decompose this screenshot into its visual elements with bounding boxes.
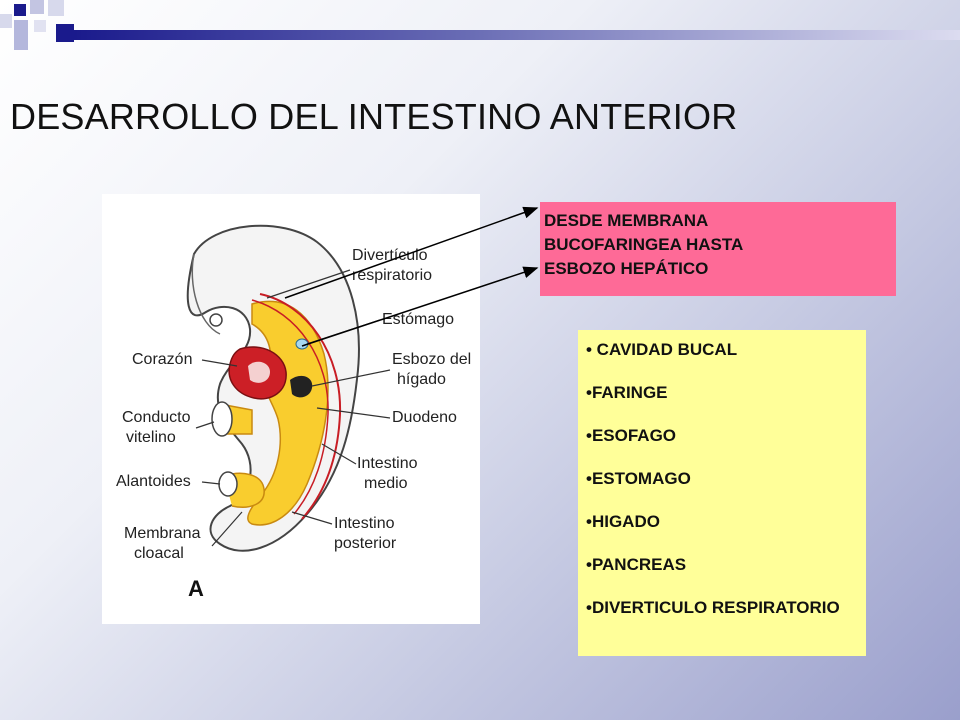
label-higado: hígado: [397, 371, 446, 388]
leader-line: [201, 481, 221, 485]
vitelline-stalk: [211, 401, 233, 437]
definition-line: BUCOFARINGEA HASTA: [544, 235, 744, 254]
deco-square: [0, 14, 12, 28]
list-item: •ESTOMAGO: [586, 469, 691, 488]
label-respiratorio: respiratorio: [352, 267, 432, 284]
label-diverticulo: Divertículo: [352, 247, 428, 264]
leader-line: [201, 359, 238, 367]
leader-line: [211, 511, 243, 547]
leader-line: [195, 421, 215, 429]
corner-decoration: [0, 0, 80, 60]
vessel-line: [259, 293, 342, 520]
label-cloacal: cloacal: [134, 545, 184, 562]
list-item: • CAVIDAD BUCAL: [586, 340, 738, 359]
label-posterior: posterior: [334, 535, 397, 552]
allantois: [218, 471, 238, 497]
figure-letter: A: [188, 576, 204, 601]
label-intestino-medio: Intestino: [357, 455, 418, 472]
stomach: [295, 338, 309, 350]
list-item: •FARINGE: [586, 383, 668, 402]
leader-line: [291, 511, 333, 525]
list-item: •DIVERTICULO RESPIRATORIO: [586, 598, 840, 617]
heart-chamber: [248, 361, 270, 383]
embryo-illustration: Divertículo respiratorio Estómago Corazó…: [116, 224, 471, 601]
label-corazon: Corazón: [132, 351, 192, 368]
leader-line: [316, 407, 391, 419]
derivatives-list: • CAVIDAD BUCAL •FARINGE •ESOFAGO •ESTOM…: [586, 340, 860, 618]
label-duodeno: Duodeno: [392, 409, 457, 426]
definition-line: ESBOZO HEPÁTICO: [544, 259, 709, 278]
leader-line: [311, 369, 391, 387]
label-esbozo: Esbozo del: [392, 351, 471, 368]
deco-square: [14, 4, 26, 16]
definition-line: DESDE MEMBRANA: [544, 211, 709, 230]
eye-spot: [209, 313, 223, 327]
label-membrana: Membrana: [124, 525, 201, 542]
list-item: •HIGADO: [586, 512, 660, 531]
deco-square: [56, 24, 74, 42]
deco-square: [34, 20, 46, 32]
label-alantoides: Alantoides: [116, 473, 191, 490]
head-fold: [191, 253, 221, 335]
leader-line: [321, 443, 357, 465]
label-estomago: Estómago: [382, 311, 454, 328]
liver-bud: [290, 375, 313, 398]
label-vitelino: vitelino: [126, 429, 176, 446]
label-conducto: Conducto: [122, 409, 191, 426]
title-rule: [74, 30, 960, 40]
label-intestino-posterior: Intestino: [334, 515, 395, 532]
definition-box: DESDE MEMBRANA BUCOFARINGEA HASTA ESBOZO…: [540, 202, 896, 296]
derivatives-box: • CAVIDAD BUCAL •FARINGE •ESOFAGO •ESTOM…: [578, 330, 866, 656]
slide-title: DESARROLLO DEL INTESTINO ANTERIOR: [10, 96, 738, 137]
deco-square: [48, 0, 64, 16]
deco-square: [30, 0, 44, 14]
list-item: •PANCREAS: [586, 555, 687, 574]
vessel-line: [251, 299, 329, 515]
embryo-diagram: Divertículo respiratorio Estómago Corazó…: [102, 194, 480, 624]
deco-square: [14, 20, 28, 50]
label-medio: medio: [364, 475, 408, 492]
list-item: •ESOFAGO: [586, 426, 677, 445]
